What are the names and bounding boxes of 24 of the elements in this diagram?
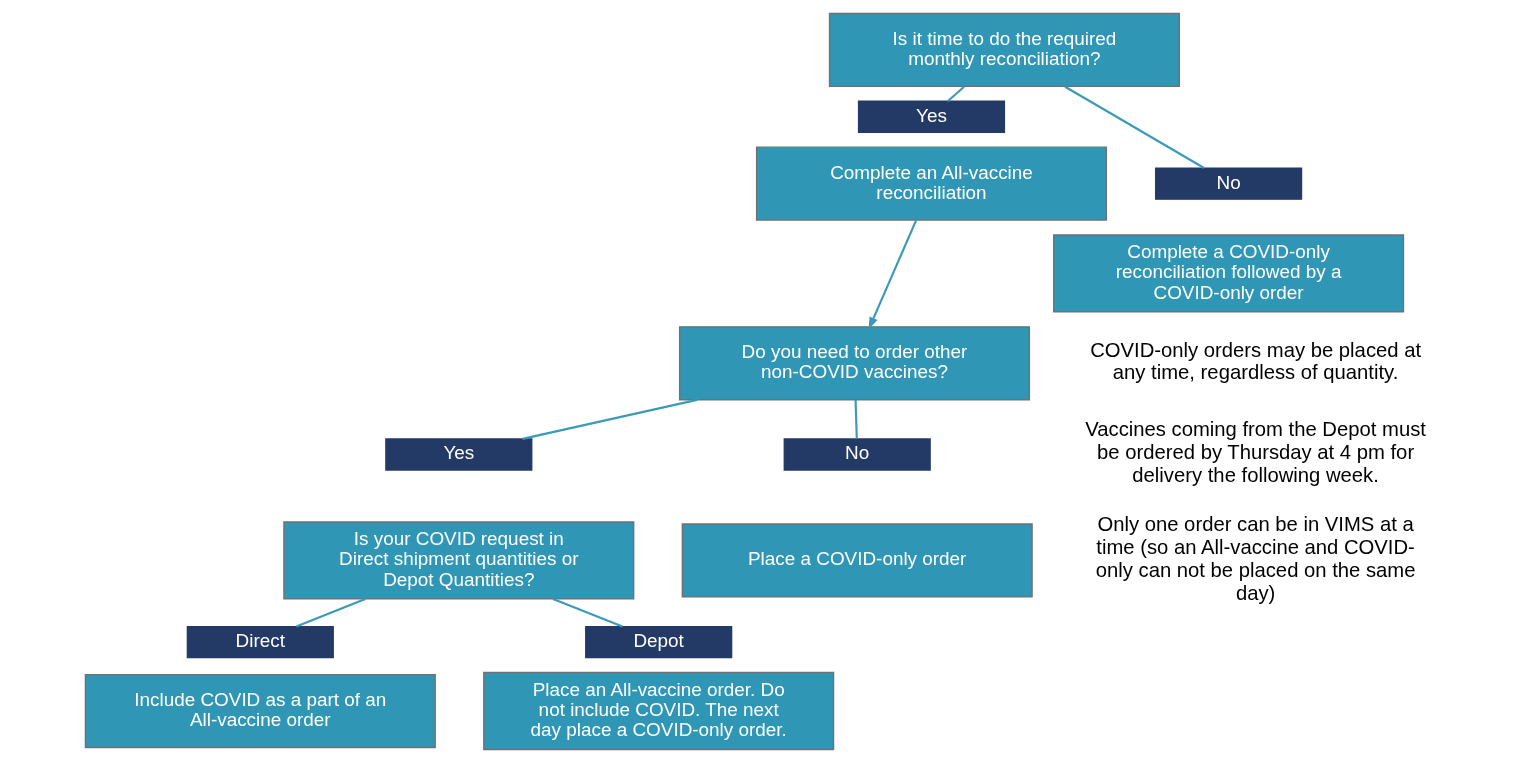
label: Vaccines coming from the Depot must be ordered by Thursday at 4 pm for delivery the following week. <box>1085 418 1426 487</box>
label: Only one order can be in VIMS at a time (so an All-vaccine and COVID-only can not be placed on the same day) <box>1095 512 1416 604</box>
node-box: Complete a COVID-only reconciliation followed by a COVID-only order <box>1053 234 1405 313</box>
node-box: Depot <box>585 625 733 659</box>
node-box: No <box>783 438 931 471</box>
node-box: Complete an All-vaccine reconciliation <box>755 146 1108 221</box>
connector <box>854 400 858 439</box>
node-box: No <box>1155 167 1303 200</box>
connector <box>522 398 698 440</box>
connector <box>947 85 965 102</box>
node-box: Is it time to do the required monthly reconciliation? <box>828 12 1180 88</box>
node-box: Yes <box>385 438 533 471</box>
connector <box>552 597 623 628</box>
label: COVID-only orders may be placed at any time, regardless of quantity. <box>1090 338 1422 384</box>
connector <box>1064 85 1205 169</box>
node-box: Do you need to order other non-COVID vaccines? <box>678 326 1031 401</box>
node-box: Direct <box>186 625 334 659</box>
node-box: Place a COVID-only order <box>681 523 1033 598</box>
node-box: Place an All-vaccine order. Do not include COVID. The next day place a COVID-only order. <box>483 671 835 751</box>
node-box: Is your COVID request in Direct shipment quantities or Depot Quantities? <box>283 521 635 600</box>
connector <box>295 597 366 628</box>
node-box: Include COVID as a part of an All-vaccine order <box>84 673 436 749</box>
node-box: Yes <box>857 100 1006 133</box>
arrow <box>868 219 918 330</box>
